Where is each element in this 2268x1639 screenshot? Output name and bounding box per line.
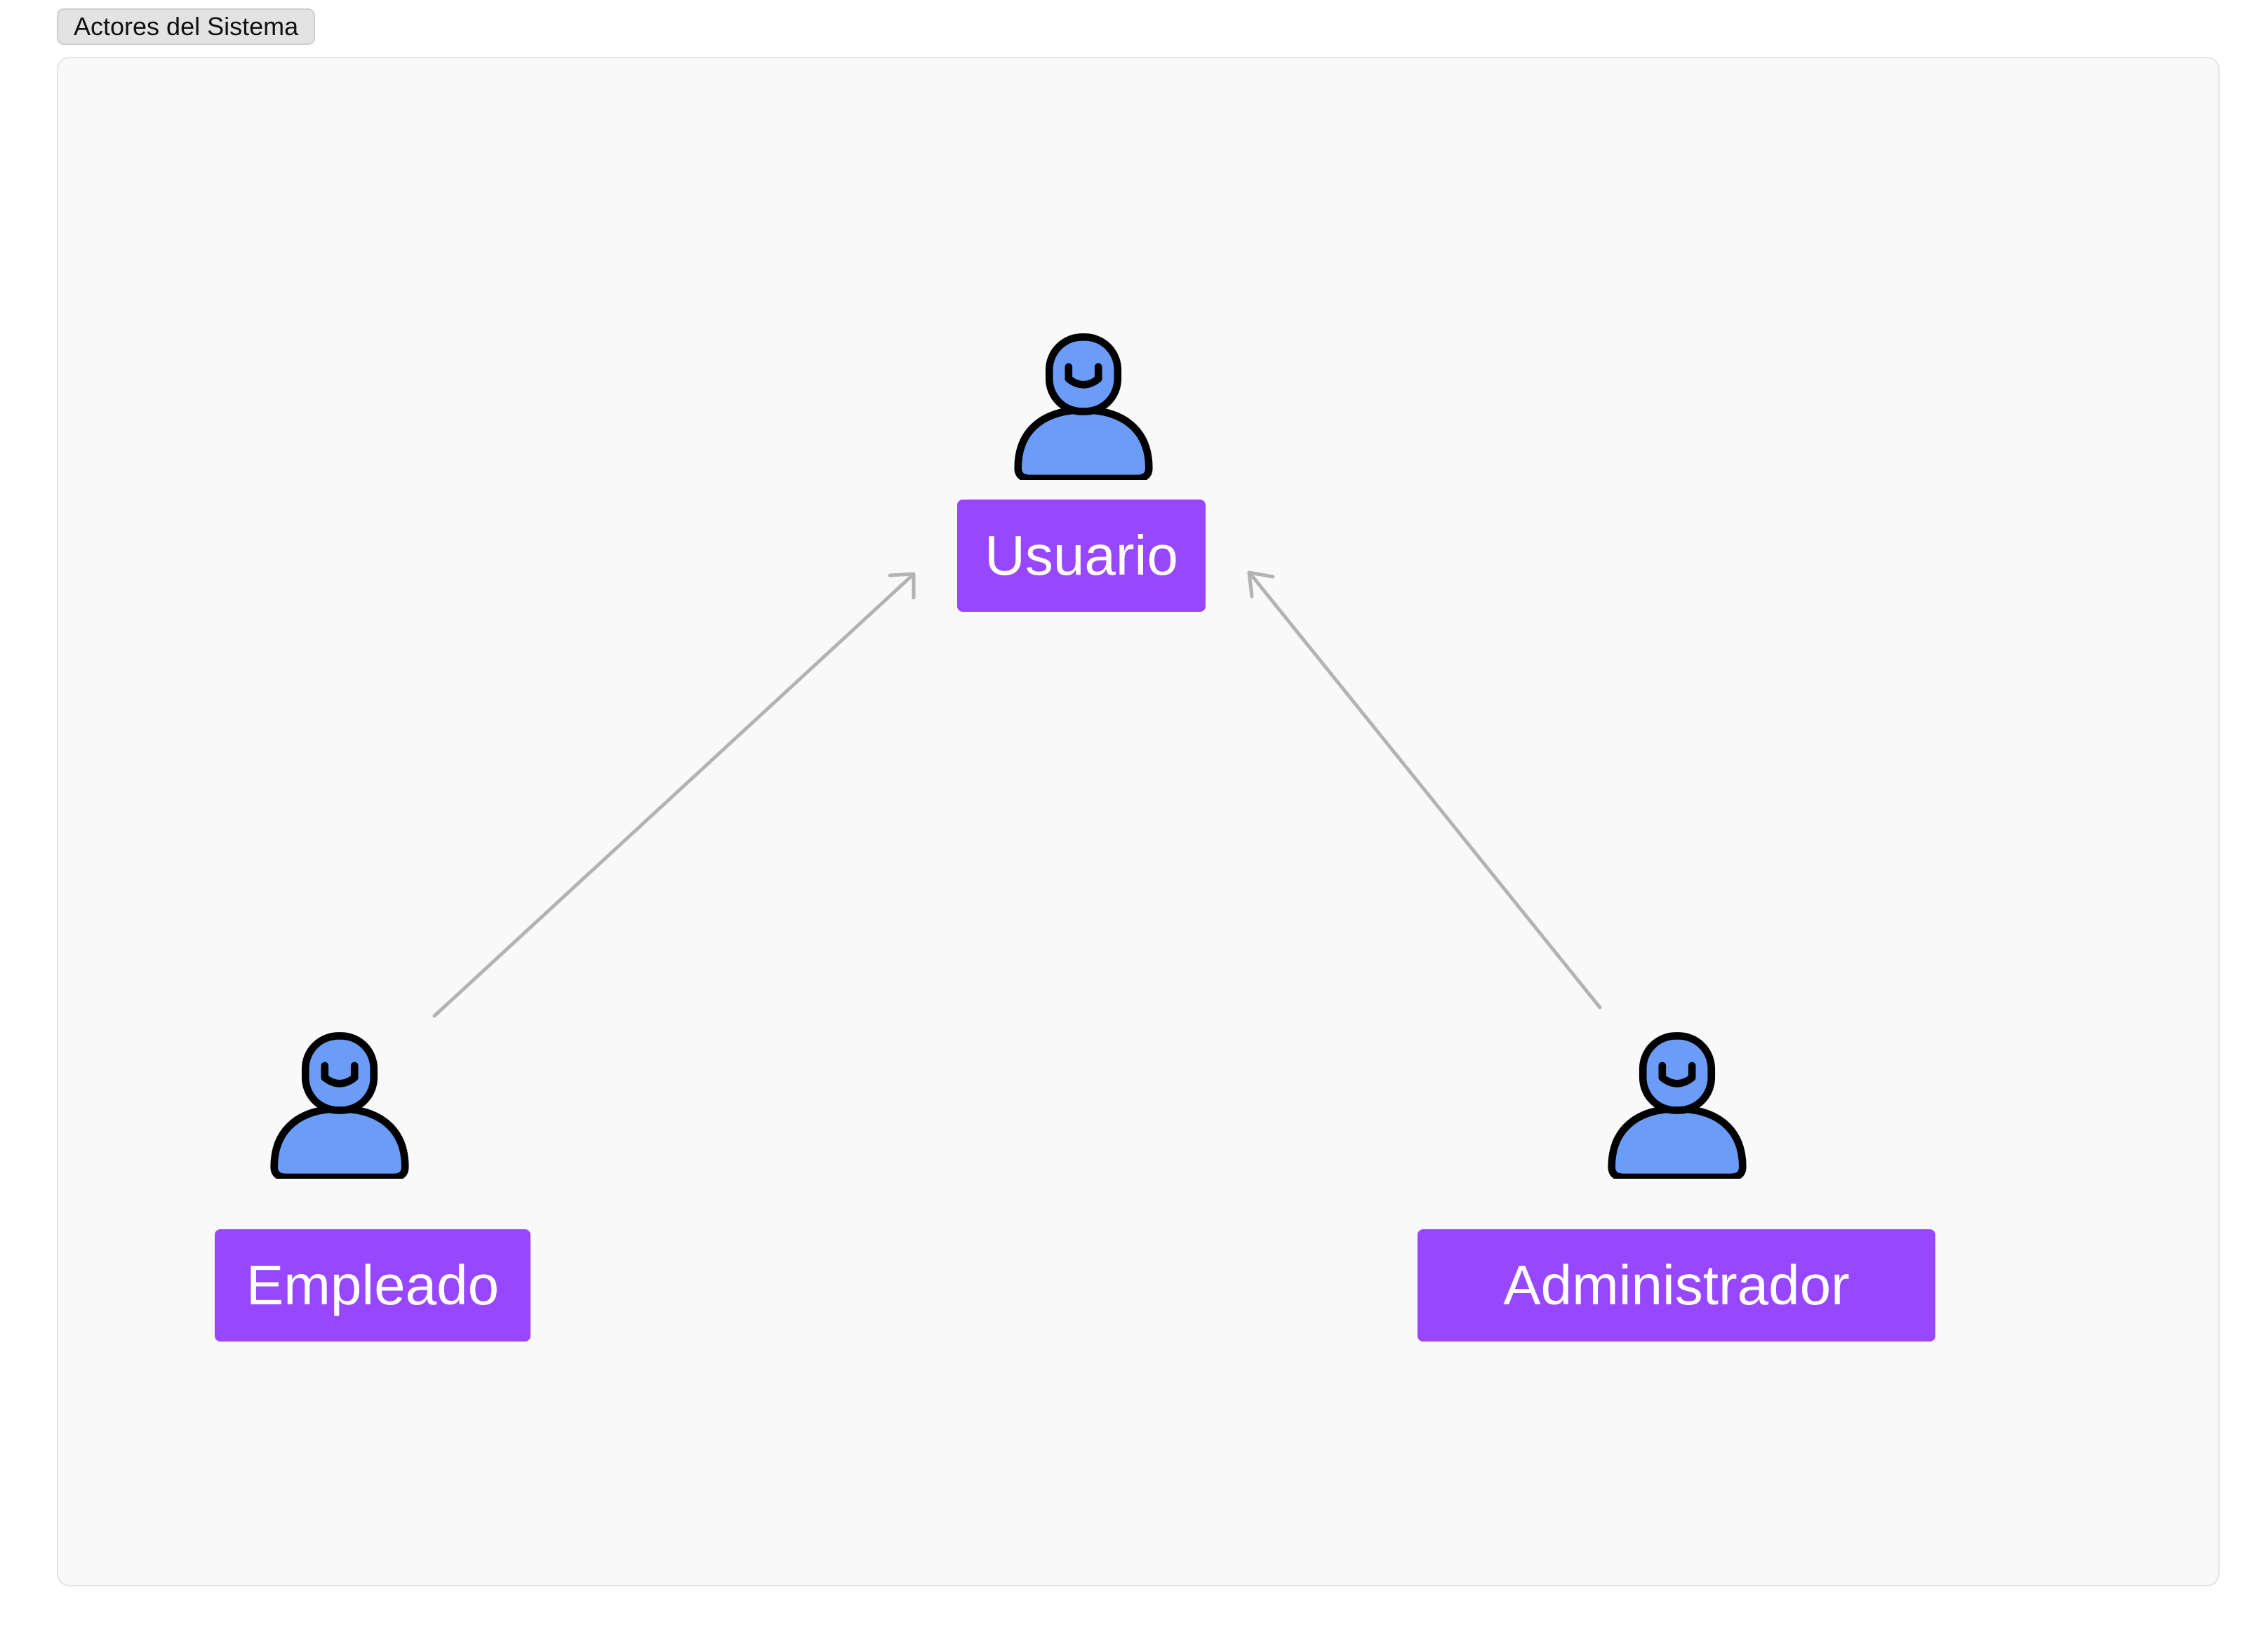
- actor-label-usuario[interactable]: Usuario: [957, 500, 1206, 612]
- user-icon: [1014, 333, 1153, 480]
- frame-tab[interactable]: Actores del Sistema: [57, 8, 316, 45]
- actor-label-administrador[interactable]: Administrador: [1418, 1229, 1935, 1342]
- diagram-canvas: [57, 57, 2220, 1586]
- user-icon: [270, 1032, 409, 1179]
- user-icon: [1608, 1032, 1747, 1179]
- actor-label-empleado[interactable]: Empleado: [215, 1229, 531, 1342]
